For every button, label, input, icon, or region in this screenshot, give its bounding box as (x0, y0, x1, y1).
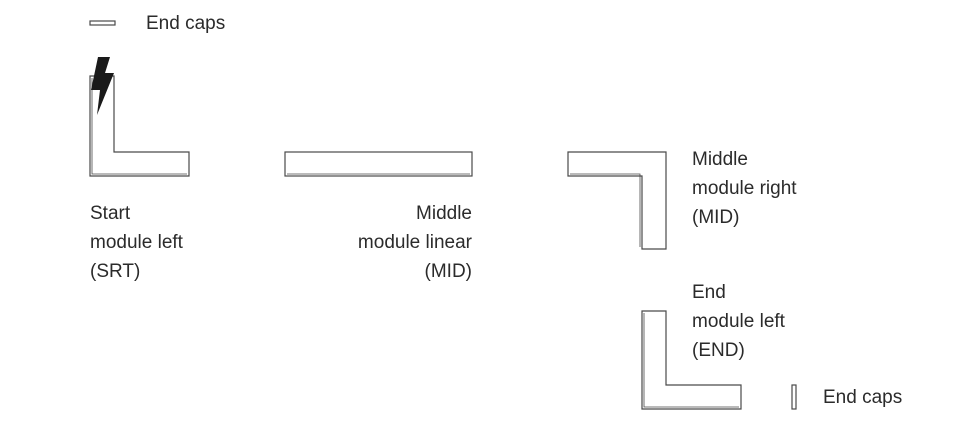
start-module-left-shape (89, 75, 190, 177)
lightning-bolt-icon (91, 57, 114, 115)
label-line: (END) (692, 340, 745, 361)
end-caps-label-top: End caps (146, 13, 226, 34)
end-caps-label-bottom: End caps (823, 387, 903, 408)
label-line: (SRT) (90, 261, 141, 282)
middle-module-right-shape (567, 151, 667, 250)
label-line: Start (90, 203, 131, 224)
label-line: Middle (416, 203, 472, 224)
label-line: module left (692, 311, 785, 332)
start-module-left-label: Start module left (SRT) (90, 199, 183, 286)
label-line: (MID) (692, 207, 740, 228)
label-line: End (692, 282, 726, 303)
middle-module-right-label: Middle module right (MID) (692, 145, 797, 232)
label-line: Middle (692, 149, 748, 170)
end-cap-horizontal-swatch (89, 20, 116, 26)
label-line: module left (90, 232, 183, 253)
label-line: module right (692, 178, 797, 199)
end-cap-vertical-swatch (791, 384, 797, 410)
end-module-left-shape (641, 310, 742, 410)
label-line: module linear (357, 232, 472, 253)
end-module-left-label: End module left (END) (692, 278, 785, 365)
label-line: (MID) (424, 261, 472, 282)
middle-module-linear-shape (284, 151, 473, 177)
middle-module-linear-label: Middle module linear (MID) (358, 199, 472, 286)
